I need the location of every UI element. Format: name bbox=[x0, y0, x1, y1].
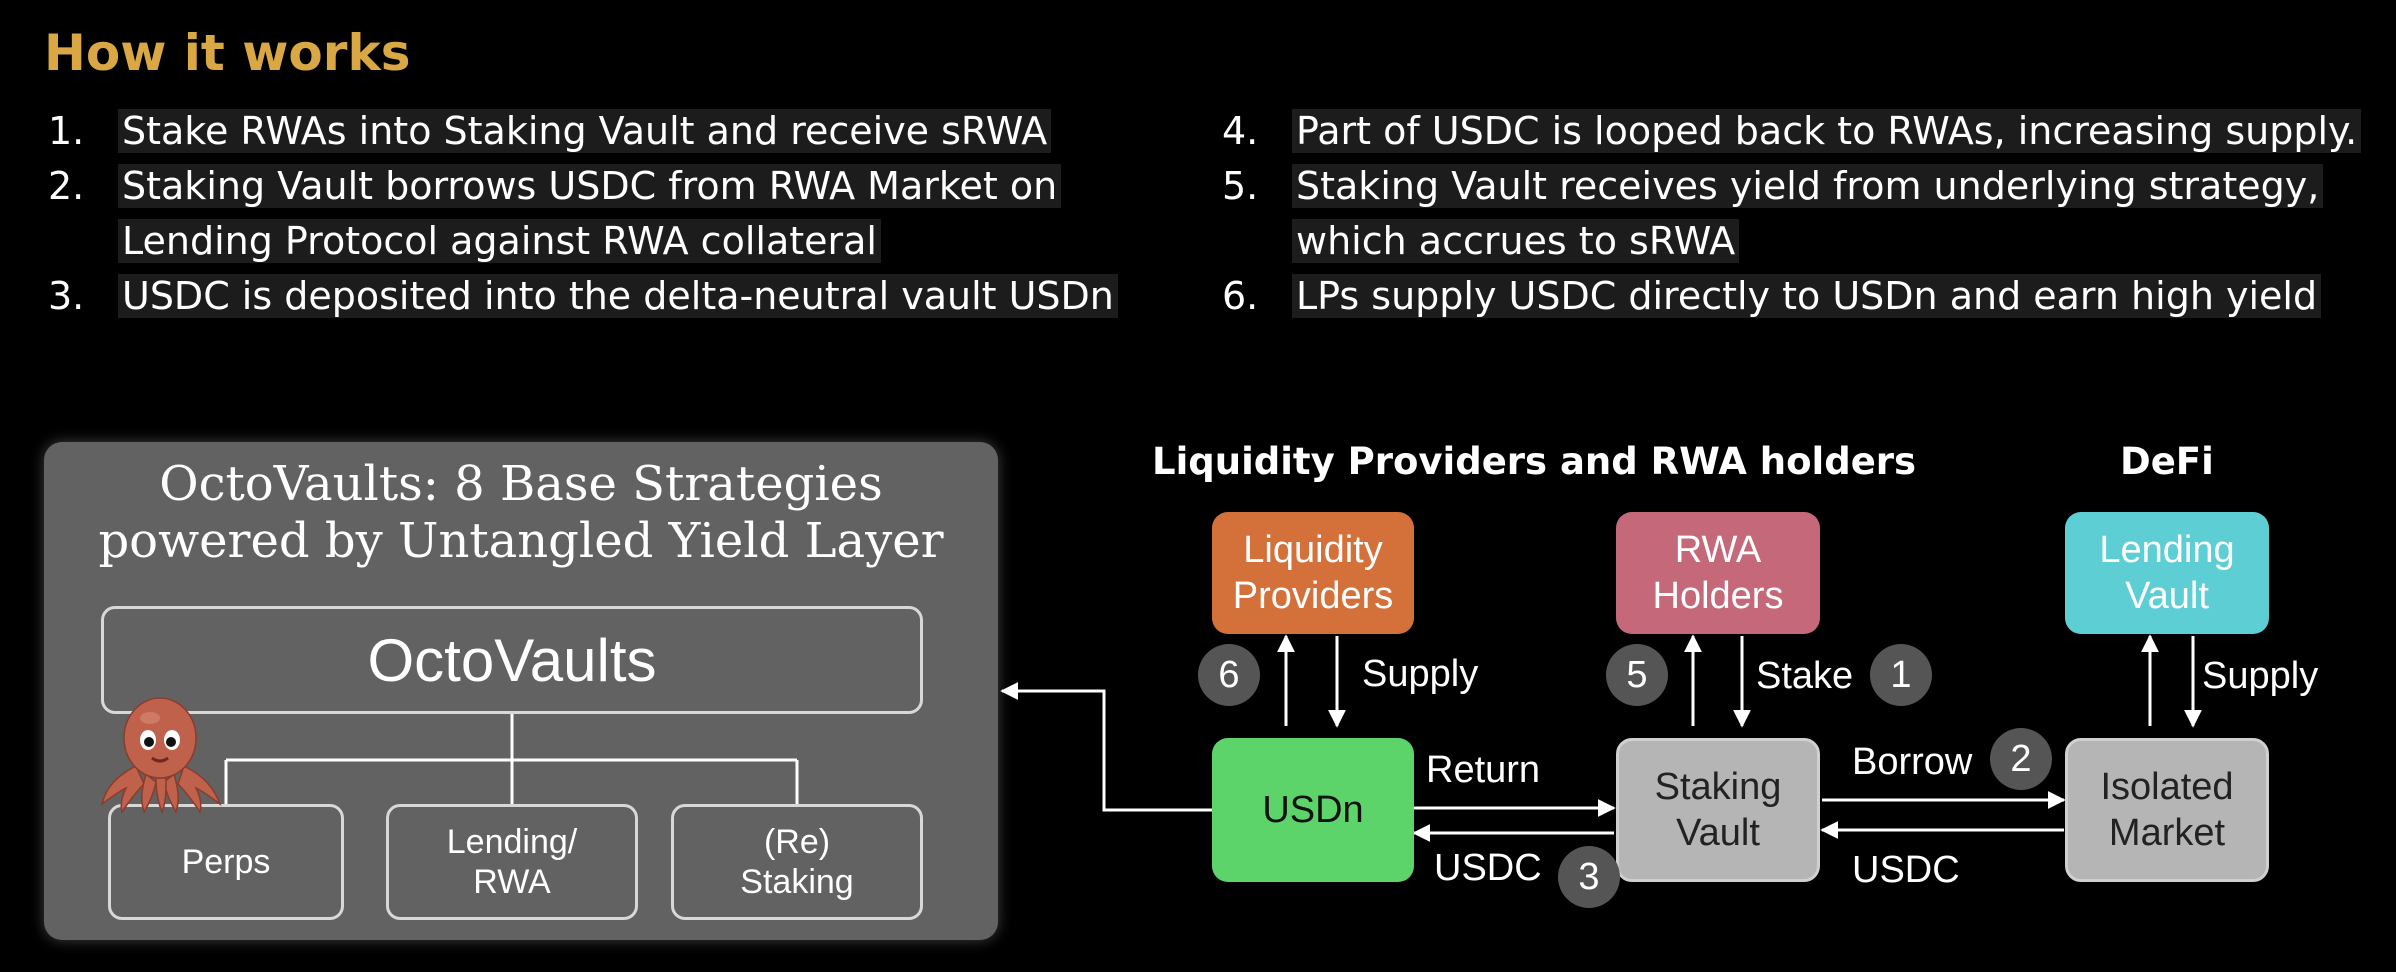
step-number: 5. bbox=[1222, 164, 1259, 208]
node-label: Lending bbox=[2099, 529, 2235, 571]
step-number: 4. bbox=[1222, 109, 1259, 153]
node-label: RWA bbox=[1674, 529, 1762, 571]
node-label: Isolated bbox=[2100, 766, 2234, 808]
step-item: 1. Stake RWAs into Staking Vault and rece… bbox=[44, 104, 1174, 159]
step-item: 6. LPs supply USDC directly to USDn and e… bbox=[1218, 269, 2388, 324]
step-text: Part of USDC is looped back to RWAs, inc… bbox=[1292, 109, 2362, 153]
supply-defi-label: Supply bbox=[2202, 655, 2319, 697]
stake-label: Stake bbox=[1756, 655, 1854, 697]
heading-lp-rwa: Liquidity Providers and RWA holders bbox=[1152, 440, 1917, 483]
step-text: LPs supply USDC directly to USDn and ear… bbox=[1292, 274, 2322, 318]
usdc-right-label: USDC bbox=[1852, 849, 1960, 891]
step-item: 5.Staking Vault receives yield from unde… bbox=[1218, 159, 2388, 269]
node-label: USDn bbox=[1262, 789, 1364, 831]
step-badge-1: 1 bbox=[1870, 644, 1932, 706]
usdc-left-label: USDC bbox=[1434, 847, 1542, 889]
step-badge-5: 5 bbox=[1606, 644, 1668, 706]
node-label: Staking bbox=[1654, 766, 1782, 808]
strategy-box-perps: Perps bbox=[108, 804, 344, 920]
octovaults-panel: OctoVaults: 8 Base Strategies powered by… bbox=[44, 442, 998, 940]
strategy-label: RWA bbox=[473, 863, 551, 901]
node-label: Holders bbox=[1652, 575, 1784, 617]
step-number: 2. bbox=[48, 164, 85, 208]
page-title: How it works bbox=[44, 24, 411, 82]
strategy-tree-connectors bbox=[224, 714, 799, 804]
panel-title-line2: powered by Untangled Yield Layer bbox=[98, 513, 944, 569]
usdn-node: USDn bbox=[1212, 738, 1414, 882]
panel-title-line1: OctoVaults: 8 Base Strategies bbox=[159, 456, 883, 512]
step-number: 3. bbox=[48, 274, 85, 318]
step-number: 1. bbox=[48, 109, 85, 153]
node-label: Vault bbox=[2125, 575, 2209, 617]
heading-defi: DeFi bbox=[2120, 440, 2214, 483]
strategy-box-restaking: (Re)Staking bbox=[671, 804, 923, 920]
step-badge-6: 6 bbox=[1198, 644, 1260, 706]
step-text: USDC is deposited into the delta-neutral… bbox=[118, 274, 1118, 318]
step-text: Stake RWAs into Staking Vault and receiv… bbox=[118, 109, 1052, 153]
node-label: Providers bbox=[1232, 575, 1394, 617]
panel-title: OctoVaults: 8 Base Strategies powered by… bbox=[44, 456, 998, 570]
node-label: Vault bbox=[1676, 812, 1760, 854]
return-label: Return bbox=[1426, 749, 1541, 791]
step-badge-3: 3 bbox=[1558, 846, 1620, 908]
strategy-label: Perps bbox=[181, 843, 271, 881]
octopus-mascot-icon bbox=[100, 697, 222, 815]
supply-lp-label: Supply bbox=[1362, 653, 1479, 695]
step-item: 3. USDC is deposited into the delta-neutr… bbox=[44, 269, 1174, 324]
strategy-label: Staking bbox=[740, 863, 854, 901]
step-number: 6. bbox=[1222, 274, 1259, 318]
node-label: Liquidity bbox=[1243, 529, 1383, 571]
strategy-box-lending-rwa: Lending/RWA bbox=[386, 804, 638, 920]
strategy-label: Lending/ bbox=[446, 823, 578, 861]
node-label: Market bbox=[2108, 812, 2226, 854]
step-item: 2.Staking Vault borrows USDC from RWA Ma… bbox=[44, 159, 1174, 269]
step-badge-2: 2 bbox=[1990, 728, 2052, 790]
octovaults-box: OctoVaults bbox=[101, 606, 923, 714]
borrow-label: Borrow bbox=[1852, 741, 1973, 783]
steps-list-left: 1. Stake RWAs into Staking Vault and rece… bbox=[44, 104, 1174, 324]
steps-list-right: 4. Part of USDC is looped back to RWAs, i… bbox=[1218, 104, 2388, 324]
strategy-label: (Re) bbox=[763, 823, 831, 861]
step-item: 4. Part of USDC is looped back to RWAs, i… bbox=[1218, 104, 2388, 159]
